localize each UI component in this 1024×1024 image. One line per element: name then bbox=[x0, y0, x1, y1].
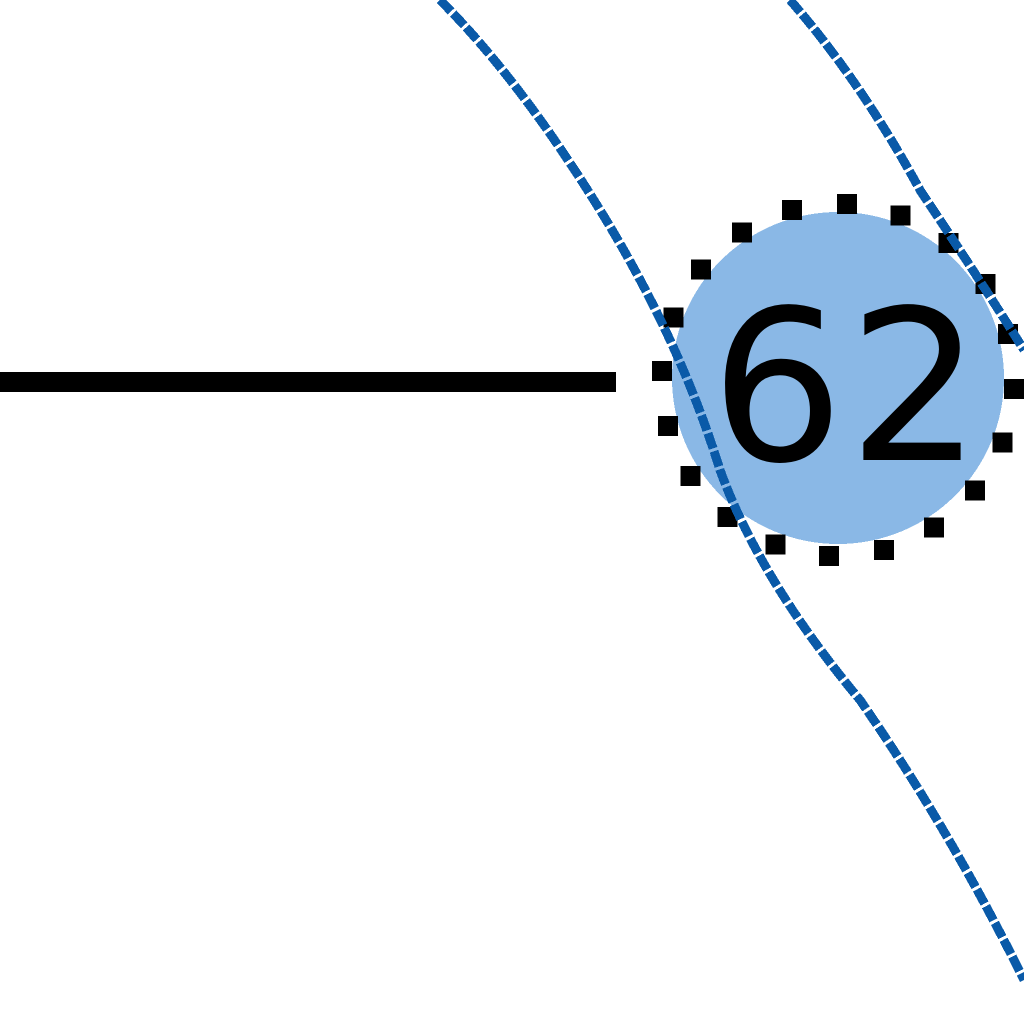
border-dot bbox=[658, 416, 679, 436]
border-dot bbox=[765, 534, 786, 555]
border-dot bbox=[965, 480, 985, 501]
border-dot bbox=[652, 361, 673, 382]
border-dot bbox=[924, 517, 945, 538]
border-dot bbox=[874, 539, 894, 560]
border-dot bbox=[819, 545, 840, 566]
border-dot bbox=[680, 466, 701, 487]
node-dotted-border bbox=[652, 194, 1024, 566]
border-dot bbox=[782, 200, 802, 221]
border-dot bbox=[992, 432, 1013, 453]
border-dot bbox=[890, 205, 911, 226]
border-dot bbox=[731, 222, 752, 243]
border-dot bbox=[663, 307, 684, 328]
blue-curve-inner bbox=[436, 0, 1024, 982]
border-dot bbox=[1003, 378, 1024, 399]
node-circle[interactable] bbox=[672, 212, 1004, 544]
node-label: 62 bbox=[710, 265, 985, 510]
border-dot bbox=[836, 194, 857, 215]
border-dot bbox=[691, 259, 711, 280]
blue-curve-outer bbox=[786, 0, 1024, 353]
